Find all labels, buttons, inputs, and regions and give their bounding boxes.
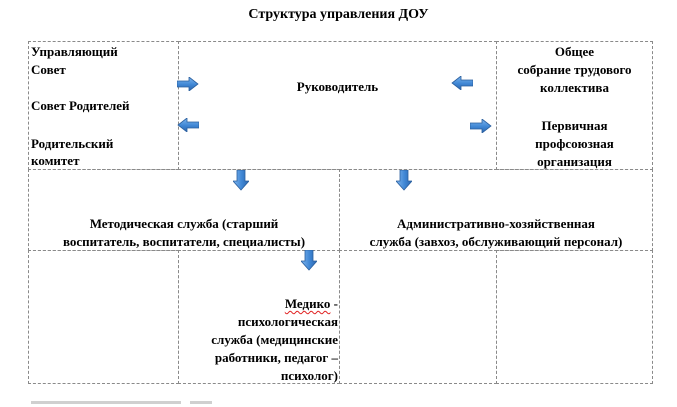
methodical-line-1: Методическая служба (старший [89, 216, 279, 231]
arrow-right-icon-right [470, 119, 492, 133]
right-line-5: профсоюзная [535, 136, 614, 151]
medical-line-1: Медико - [180, 296, 338, 312]
right-line-2: собрание трудового [517, 62, 632, 77]
cutoff-line-fragment-1 [31, 401, 181, 404]
head-label: Руководитель [296, 79, 379, 94]
arrow-down-icon-medical [301, 250, 317, 271]
left-line-3: Совет Родителей [31, 98, 130, 113]
right-line-6: организация [537, 154, 612, 169]
medical-line-4: работники, педагог – [214, 350, 338, 365]
cutoff-line-fragment-2 [190, 401, 212, 404]
left-line-2: Совет [31, 62, 66, 77]
right-line-4: Первичная [541, 118, 608, 133]
arrow-right-icon-left [177, 77, 199, 91]
admin-line-1: Административно-хозяйственная [397, 216, 595, 231]
left-line-5: комитет [31, 153, 80, 168]
arrow-left-icon-left [177, 118, 199, 132]
medical-line-3: служба (медицинские [211, 332, 338, 347]
medical-word: Медико [284, 296, 331, 311]
arrow-down-icon-admin [396, 170, 412, 191]
bottom-cell-1 [28, 250, 179, 384]
medical-line-5: психолог) [280, 368, 338, 383]
left-line-1: Управляющий [31, 44, 118, 59]
center-panel [178, 41, 497, 170]
right-line-3: коллектива [540, 80, 609, 95]
left-line-4: Родительский [31, 136, 114, 151]
medical-dash: - [330, 296, 338, 311]
admin-line-2: служба (завхоз, обслуживающий персонал) [369, 234, 623, 249]
medical-line-2: психологическая [237, 314, 338, 329]
arrow-down-icon-methodical [233, 170, 249, 191]
right-line-1: Общее [554, 44, 595, 59]
bottom-cell-4 [496, 250, 653, 384]
methodical-line-2: воспитатель, воспитатели, специалисты) [62, 234, 306, 249]
arrow-left-icon-right [451, 76, 473, 90]
bottom-cell-3 [339, 250, 497, 384]
diagram-title: Структура управления ДОУ [248, 7, 429, 22]
